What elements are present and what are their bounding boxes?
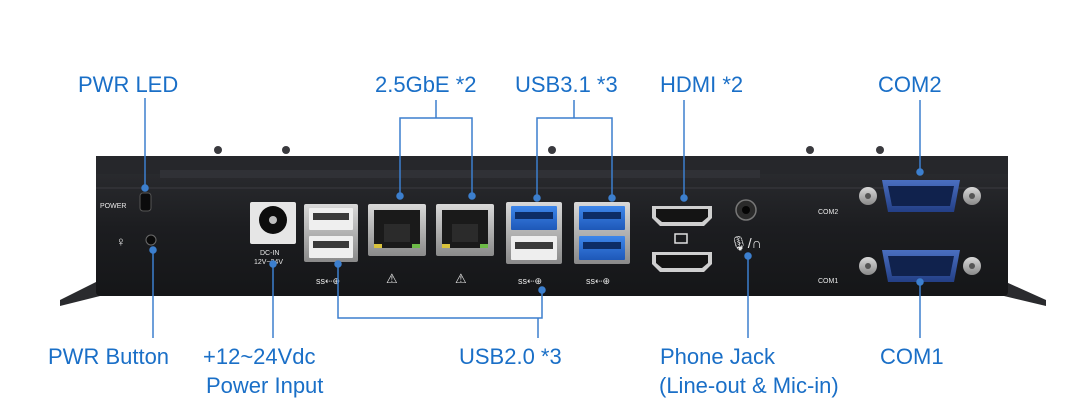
power-led-text: POWER — [100, 203, 126, 210]
usb-symbol-icon: ss⇠⊕ — [316, 276, 340, 286]
com1-label: COM1 — [880, 344, 944, 369]
power-led-icon — [139, 192, 152, 212]
usb-symbol-icon: ss⇠⊕ — [586, 276, 610, 286]
usb31-label: USB3.1 *3 — [515, 72, 618, 97]
phone-jack-label-line1: Phone Jack — [660, 344, 775, 369]
dc-in-text: DC-IN — [260, 250, 279, 257]
rj45-port-1 — [368, 204, 426, 256]
top-screw-icon — [282, 146, 290, 154]
top-screw-icon — [214, 146, 222, 154]
power-button-icon — [145, 234, 157, 246]
mic-headphone-icon: 🎙/∩ — [730, 235, 762, 251]
power-input-label-line1: +12~24Vdc — [203, 344, 316, 369]
usb20-label: USB2.0 *3 — [459, 344, 562, 369]
com2-port — [859, 180, 981, 212]
hdmi-port-top — [652, 206, 712, 226]
display-icon — [674, 233, 688, 244]
gbe-label: 2.5GbE *2 — [375, 72, 477, 97]
com2-label: COM2 — [878, 72, 942, 97]
leader-lines — [141, 98, 924, 338]
top-screw-icon — [876, 146, 884, 154]
bulb-icon: ♀ — [116, 234, 126, 249]
hdmi-port-bottom — [652, 252, 712, 272]
phone-jack-label-line2: (Line-out & Mic-in) — [659, 373, 839, 398]
power-input-label-line2: Power Input — [206, 373, 324, 398]
pwr-led-label: PWR LED — [78, 72, 179, 97]
usb3-port-stack-right — [574, 202, 630, 264]
hdmi-label: HDMI *2 — [660, 72, 744, 97]
com1-panel-text: COM1 — [818, 278, 838, 285]
top-screw-icon — [548, 146, 556, 154]
com2-panel-text: COM2 — [818, 209, 838, 216]
usb-port-stack-center — [506, 202, 562, 264]
heatsink-top — [96, 156, 1008, 174]
pwr-button-label: PWR Button — [48, 344, 170, 369]
right-mount-flange — [1004, 282, 1046, 306]
top-screw-icon — [806, 146, 814, 154]
left-mount-flange — [60, 282, 100, 306]
dc-in-voltage-text: 12V~24V — [254, 259, 283, 266]
network-icon: ⚠ — [455, 271, 467, 286]
network-icon: ⚠ — [386, 271, 398, 286]
com1-port — [859, 250, 981, 282]
usb-symbol-icon: ss⇠⊕ — [518, 276, 542, 286]
rj45-port-2 — [436, 204, 494, 256]
usb2-port-stack-left — [304, 204, 358, 262]
